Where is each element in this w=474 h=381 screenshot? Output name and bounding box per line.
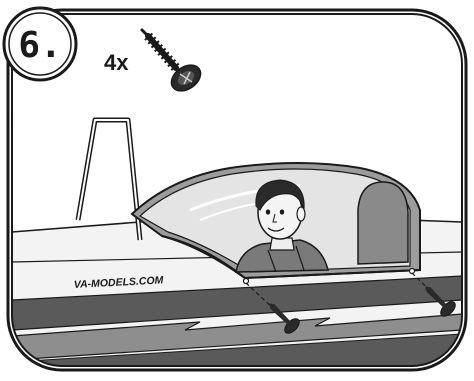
head-rest [358,182,408,264]
screw-hole-front [244,279,249,284]
screw-hole-rear [410,269,415,274]
illustration-area: VA-MODELS.COM [12,14,462,366]
step-badge: 6. [4,8,76,80]
step-number: 6. [18,25,61,66]
hardware-quantity: 4x [104,50,129,75]
